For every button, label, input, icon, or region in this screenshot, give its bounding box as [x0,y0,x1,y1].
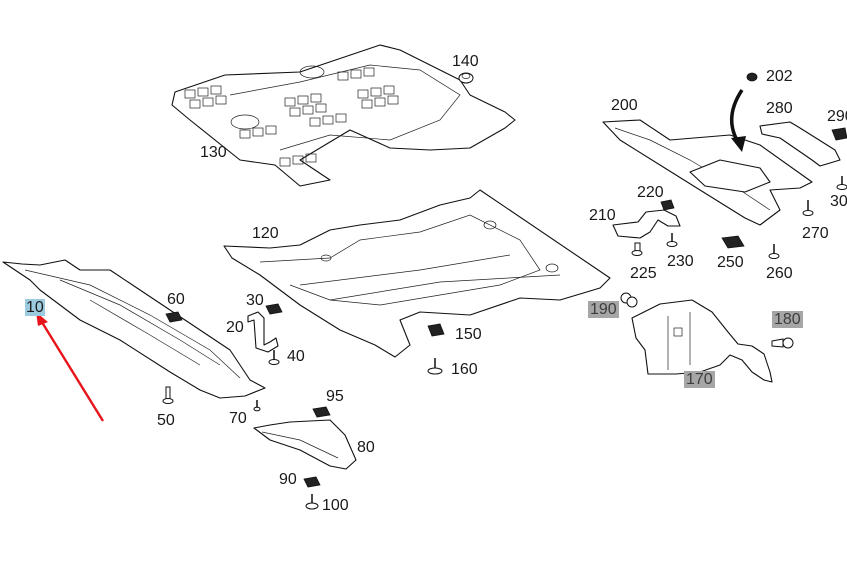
part-label-200[interactable]: 200 [611,97,638,114]
part-label-130[interactable]: 130 [200,144,227,161]
part-70-drawing[interactable] [253,400,261,412]
part-label-202[interactable]: 202 [766,68,793,85]
part-250-drawing[interactable] [721,235,745,249]
part-300-drawing[interactable] [836,176,847,190]
part-270-drawing[interactable] [802,200,814,216]
black-arrow-icon [729,89,746,152]
part-label-40[interactable]: 40 [287,348,305,365]
part-label-10[interactable]: 10 [25,299,45,316]
part-label-60[interactable]: 60 [167,291,185,308]
part-label-120[interactable]: 120 [252,225,279,242]
part-label-190[interactable]: 190 [588,301,619,318]
part-90-drawing[interactable] [303,476,321,488]
part-label-70[interactable]: 70 [229,410,247,427]
pointer-arrow-icon [36,312,105,422]
part-220-drawing[interactable] [660,199,675,211]
part-label-180[interactable]: 180 [772,311,803,328]
part-260-drawing[interactable] [768,244,780,259]
part-label-225[interactable]: 225 [630,265,657,282]
part-160-drawing[interactable] [427,358,443,375]
part-30-drawing[interactable] [265,303,283,315]
part-label-270[interactable]: 270 [802,225,829,242]
part-label-80[interactable]: 80 [357,439,375,456]
part-170-drawing[interactable] [631,299,773,383]
part-label-30[interactable]: 30 [246,292,264,309]
part-50-drawing[interactable] [162,386,174,404]
part-225-drawing[interactable] [631,242,643,256]
part-20-drawing[interactable] [247,311,279,353]
part-label-140[interactable]: 140 [452,53,479,70]
part-40-drawing[interactable] [268,350,280,365]
part-label-170[interactable]: 170 [684,371,715,388]
part-200-drawing[interactable] [602,119,813,226]
part-120-drawing[interactable] [223,189,611,358]
part-80-drawing[interactable] [253,419,357,470]
part-290-drawing[interactable] [831,127,847,141]
part-label-50[interactable]: 50 [157,412,175,429]
part-95-drawing[interactable] [312,406,331,418]
part-label-250[interactable]: 250 [717,254,744,271]
part-150-drawing[interactable] [427,323,445,337]
part-230-drawing[interactable] [666,233,678,247]
part-label-160[interactable]: 160 [451,361,478,378]
part-label-20[interactable]: 20 [226,319,244,336]
part-140-drawing[interactable] [458,72,474,84]
part-190-drawing[interactable] [620,292,638,308]
part-label-95[interactable]: 95 [326,388,344,405]
part-60-drawing[interactable] [165,311,183,323]
part-202-drawing[interactable] [746,72,758,82]
part-10-drawing[interactable] [2,259,266,399]
part-label-260[interactable]: 260 [766,265,793,282]
part-label-150[interactable]: 150 [455,326,482,343]
part-180-drawing[interactable] [771,337,794,349]
part-label-290[interactable]: 290 [827,108,847,125]
part-label-230[interactable]: 230 [667,253,694,270]
part-label-220[interactable]: 220 [637,184,664,201]
part-label-90[interactable]: 90 [279,471,297,488]
part-280-drawing[interactable] [759,121,841,167]
part-100-drawing[interactable] [305,494,319,510]
part-label-100[interactable]: 100 [322,497,349,514]
part-label-210[interactable]: 210 [589,207,616,224]
part-label-300[interactable]: 30 [830,193,847,210]
part-label-280[interactable]: 280 [766,100,793,117]
part-130-drawing[interactable] [171,44,516,187]
part-210-drawing[interactable] [612,209,681,239]
